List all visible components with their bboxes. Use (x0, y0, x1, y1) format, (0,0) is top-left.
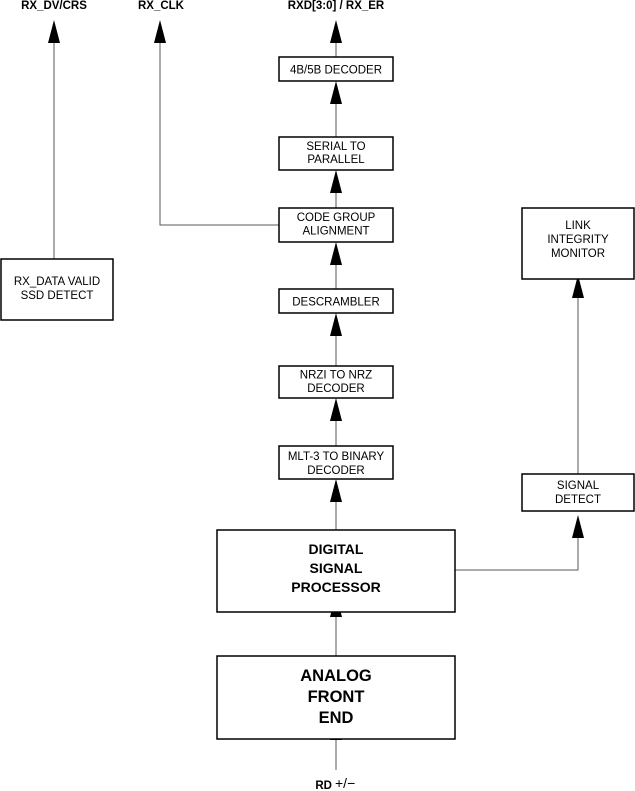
wire-codegroup-to-rxclk (159, 43, 279, 226)
block-signal-detect-label-1: SIGNAL (557, 480, 600, 492)
block-signal-detect: SIGNAL DETECT (521, 473, 635, 512)
block-dsp-label-3: PROCESSOR (291, 579, 380, 595)
block-afe-label-1: ANALOG (300, 667, 372, 685)
block-link-integrity-label-3: MONITOR (551, 248, 605, 260)
block-nrzi-to-nrz-label-1: NRZI TO NRZ (300, 370, 372, 382)
signal-rx-clk: RX_CLK (138, 0, 185, 12)
block-rx-data-valid-label-1: RX_DATA VALID (14, 276, 100, 288)
arrowhead-serial (330, 170, 342, 193)
arrowhead-codegroup (330, 242, 342, 265)
block-link-integrity-label-2: INTEGRITY (547, 234, 609, 246)
signal-rx-dv-crs: RX_DV/CRS (21, 0, 87, 12)
wire-dsp-to-signaldetect (455, 538, 579, 571)
block-dsp-label-2: SIGNAL (310, 560, 363, 576)
block-digital-signal-processor: DIGITAL SIGNAL PROCESSOR (216, 529, 456, 613)
arrowhead-descrambler (330, 313, 342, 336)
arrowhead-mlt3 (330, 479, 342, 502)
block-descrambler: DESCRAMBLER (278, 288, 394, 314)
block-rx-data-valid-label-2: SSD DETECT (21, 290, 94, 302)
block-afe-label-2: FRONT (308, 688, 365, 706)
block-serial-to-parallel-label-2: PARALLEL (307, 154, 365, 166)
signal-rxd-rx-er: RXD[3:0] / RX_ER (288, 0, 385, 12)
block-mlt3-to-binary-label-2: DECODER (307, 465, 365, 477)
block-link-integrity-monitor: LINK INTEGRITY MONITOR (521, 207, 635, 280)
block-nrzi-to-nrz-label-2: DECODER (307, 383, 365, 395)
arrowhead-4b5b (330, 81, 342, 104)
block-descrambler-label: DESCRAMBLER (292, 297, 380, 309)
block-mlt3-to-binary-decoder: MLT-3 TO BINARY DECODER (278, 445, 394, 480)
arrowhead-rxd (330, 20, 342, 43)
block-serial-to-parallel-label-1: SERIAL TO (306, 141, 365, 153)
arrowhead-rxdv (48, 20, 60, 43)
block-signal-detect-label-2: DETECT (555, 494, 601, 506)
block-code-group-alignment-label-1: CODE GROUP (297, 212, 376, 224)
arrowhead-nrzi (330, 398, 342, 421)
block-link-integrity-label-1: LINK (565, 220, 591, 232)
arrowhead-link (572, 275, 584, 298)
block-4b5b-decoder-label: 4B/5B DECODER (290, 65, 382, 77)
block-nrzi-to-nrz-decoder: NRZI TO NRZ DECODER (278, 365, 394, 399)
block-code-group-alignment-label-2: ALIGNMENT (302, 226, 369, 238)
block-code-group-alignment: CODE GROUP ALIGNMENT (278, 207, 394, 243)
block-afe-label-3: END (319, 709, 354, 727)
block-analog-front-end: ANALOG FRONT END (216, 655, 456, 740)
block-4b5b-decoder: 4B/5B DECODER (278, 56, 394, 82)
arrowhead-rxclk (154, 20, 166, 43)
arrowhead-signaldetect (572, 515, 584, 538)
signal-rd-polarity: +/− (335, 775, 355, 791)
block-serial-to-parallel: SERIAL TO PARALLEL (278, 136, 394, 171)
block-rx-data-valid-ssd-detect: RX_DATA VALID SSD DETECT (0, 258, 114, 321)
connections (53, 43, 579, 770)
block-mlt3-to-binary-label-1: MLT-3 TO BINARY (288, 451, 385, 463)
signal-rd-label: RD (315, 780, 332, 791)
block-dsp-label-1: DIGITAL (309, 541, 364, 557)
